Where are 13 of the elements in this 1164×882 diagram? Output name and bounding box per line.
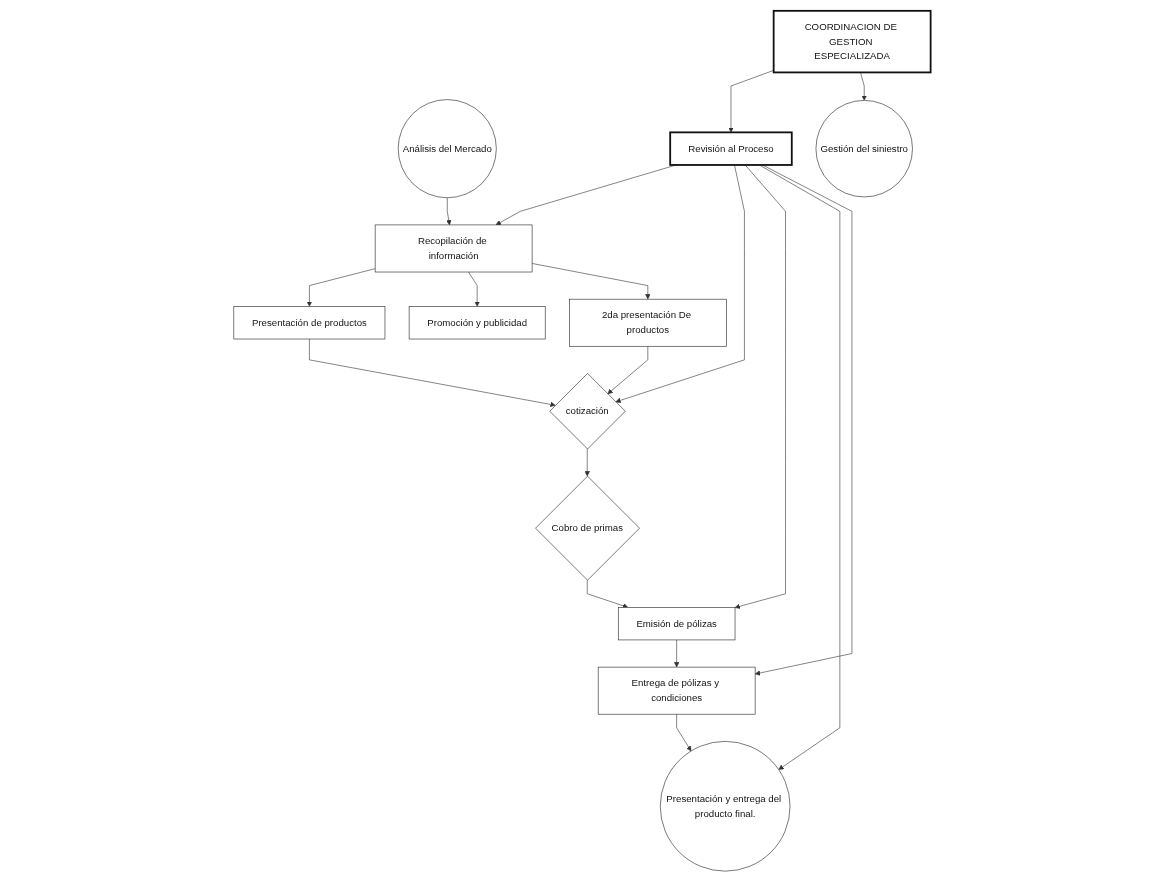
node-diamond: Cobro de primas [535,475,640,581]
node-box: Promoción y publicidad [408,306,546,340]
node-circle: Presentación y entrega del producto final. [659,741,791,872]
node-box: Emisión de pólizas [617,607,736,641]
node-box: Presentación de productos [233,306,386,340]
node-box: COORDINACION DE GESTION ESPECIALIZADA [772,9,932,74]
node-circle: Gestión del siniestro [815,100,913,198]
node-box: Revisión al Proceso [669,131,793,166]
node-diamond: cotización [549,373,626,450]
node-box: Entrega de pólizas y condiciones [597,666,756,715]
node-box: Recopilación de información [374,224,533,273]
node-circle: Análisis del Mercado [397,99,497,199]
node-box: 2da presentación De productos [568,298,727,347]
